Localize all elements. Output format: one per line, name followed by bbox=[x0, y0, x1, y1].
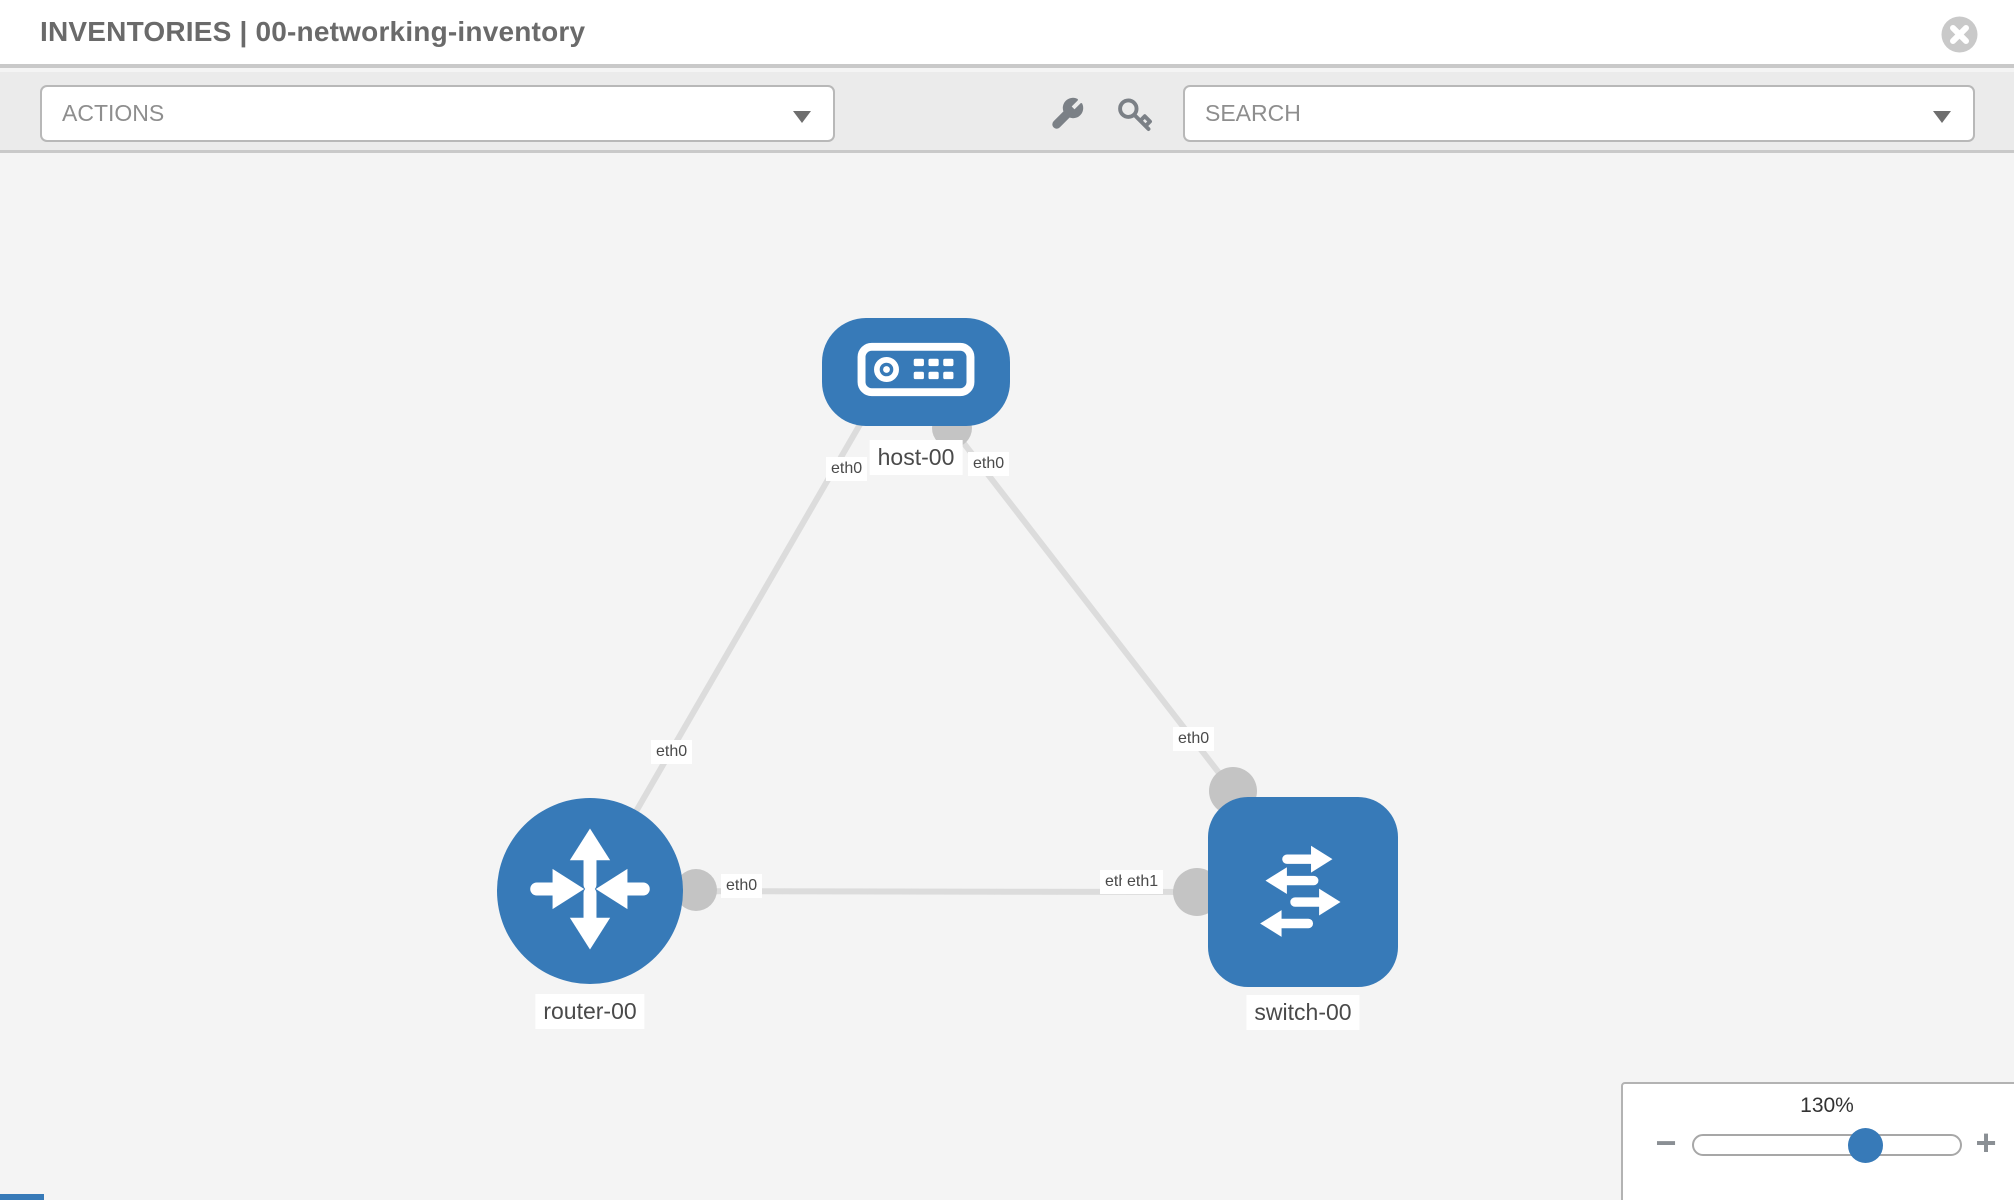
search-input[interactable]: SEARCH bbox=[1183, 85, 1975, 142]
interface-label-switch-eth0-clipped: eth0 bbox=[1100, 870, 1126, 894]
zoom-percentage-label: 130% bbox=[1800, 1094, 1854, 1117]
configure-button[interactable] bbox=[1048, 96, 1086, 134]
close-button[interactable] bbox=[1941, 16, 1978, 53]
caret-down-icon bbox=[1933, 111, 1951, 123]
switch-icon bbox=[1236, 823, 1370, 962]
zoom-control-panel: 130% − + bbox=[1621, 1082, 2014, 1200]
breadcrumb-header: INVENTORIES | 00-networking-inventory bbox=[0, 0, 2014, 68]
search-placeholder: SEARCH bbox=[1205, 100, 1301, 126]
zoom-slider-track[interactable] bbox=[1692, 1134, 1962, 1156]
interface-label-host-eth0-right: eth0 bbox=[968, 452, 1010, 476]
page-title: INVENTORIES | 00-networking-inventory bbox=[40, 16, 586, 47]
zoom-in-button[interactable]: + bbox=[1969, 1125, 2003, 1161]
port-router-eth0 bbox=[675, 869, 717, 911]
links-layer bbox=[587, 408, 1257, 916]
actions-dropdown-label: ACTIONS bbox=[62, 100, 165, 126]
interface-label-link-host-switch: eth0 bbox=[1173, 727, 1215, 751]
actions-dropdown[interactable]: ACTIONS bbox=[40, 85, 835, 142]
zoom-out-button[interactable]: − bbox=[1649, 1125, 1683, 1161]
node-router-00[interactable] bbox=[497, 798, 683, 984]
credentials-button[interactable] bbox=[1116, 96, 1154, 134]
wrench-icon bbox=[1049, 97, 1085, 135]
interface-label-router-eth0: eth0 bbox=[721, 874, 763, 898]
caret-down-icon bbox=[793, 111, 811, 123]
interface-label-host-eth0-left: eth0 bbox=[826, 457, 868, 481]
topology-canvas[interactable]: host-00 router-00 switch-00 eth0 eth0 et… bbox=[0, 156, 2014, 1200]
close-icon bbox=[1941, 16, 1978, 56]
interface-label-link-host-router: eth0 bbox=[651, 740, 693, 764]
node-label-host-00: host-00 bbox=[869, 440, 963, 475]
topology-toolbar: ACTIONS SEARCH bbox=[0, 72, 2014, 153]
node-host-00[interactable] bbox=[822, 318, 1010, 426]
node-switch-00[interactable] bbox=[1208, 797, 1398, 987]
zoom-slider-thumb[interactable] bbox=[1848, 1128, 1883, 1163]
interface-label-switch-eth1: eth1 bbox=[1122, 870, 1164, 894]
host-icon bbox=[857, 340, 975, 404]
key-icon bbox=[1117, 98, 1153, 135]
node-label-router-00: router-00 bbox=[535, 994, 645, 1029]
node-label-switch-00: switch-00 bbox=[1246, 995, 1360, 1030]
cutoff-panel-edge bbox=[0, 1194, 44, 1200]
router-icon bbox=[518, 817, 662, 966]
